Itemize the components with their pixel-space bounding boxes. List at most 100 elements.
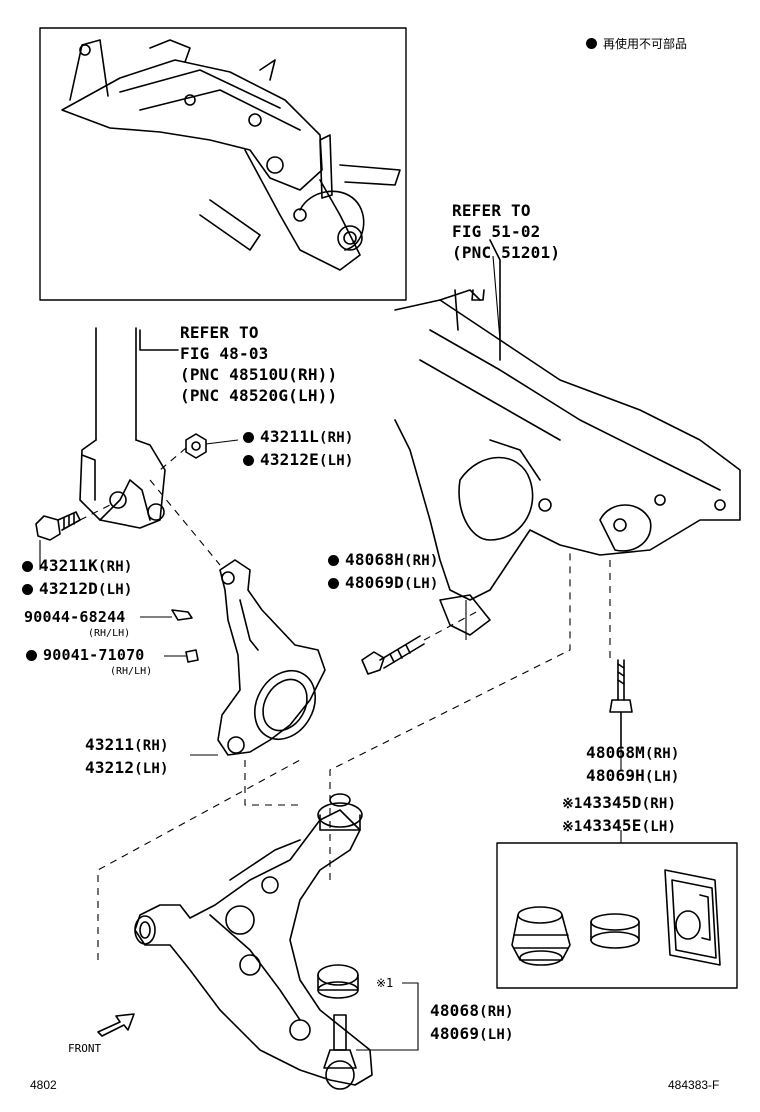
label-boot-kit: ※143345D(RH) ※143345E(LH) [562,792,676,838]
part-row: 43211(RH) [85,734,169,757]
part-number: 48069D [345,573,404,592]
non-reusable-dot [586,38,597,49]
callout-mark: ※1 [376,976,394,990]
part-row: 48069(LH) [430,1023,514,1046]
part-row: ※143345D(RH) [562,792,676,815]
lower-control-arm [134,793,373,1086]
leader-nut [205,439,239,445]
part-row: 48069H(LH) [586,765,680,788]
label-clip: 90041-71070 (RH/LH) [26,645,152,678]
part-row: ※143345E(LH) [562,815,676,838]
part-number: 43212E [260,450,319,469]
part-row: 48068H(RH) [328,549,439,572]
front-label: FRONT [68,1042,102,1055]
part-row: 43212D(LH) [22,578,133,601]
part-side: (LH) [641,819,677,835]
refer-frame-line3: (PNC 51201) [452,243,561,262]
boot-kit-box [496,842,738,989]
label-nut-upper: 43211L(RH) 43212E(LH) [243,426,354,472]
part-row: 43212E(LH) [243,449,354,472]
label-lower-arm: 48068(RH) 48069(LH) [430,1000,514,1046]
part-side: (LH) [479,1027,514,1043]
part-row: 48068(RH) [430,1000,514,1023]
part-side: (LH) [98,582,133,598]
part-number: 48068H [345,550,404,569]
part-number: 90041-71070 [43,646,145,664]
part-side: (RH) [645,746,680,762]
arm-bolt [361,635,425,675]
non-reusable-dot [328,578,339,589]
leader-frame-ref [492,255,501,341]
part-row: 43212(LH) [85,757,169,780]
refer-strut-note: REFER TO FIG 48-03 (PNC 48510U(RH)) (PNC… [180,322,337,406]
part-side: (RH) [479,1004,514,1020]
part-side: (LH) [404,576,439,592]
front-arrow [97,1013,135,1037]
label-bolt-arm: 48068H(RH) 48069D(LH) [328,549,439,595]
part-row: 48068M(RH) [586,742,680,765]
part-number: 43211L [260,427,319,446]
refer-frame-note: REFER TO FIG 51-02 (PNC 51201) [452,200,560,263]
refer-strut-line2: FIG 48-03 [180,344,269,363]
refer-strut-line1: REFER TO [180,323,259,342]
part-number: 43212 [85,758,135,777]
part-row: 48069D(LH) [328,572,439,595]
part-side: (RH) [319,430,354,446]
part-side: (RH) [404,553,439,569]
pin-and-clip [171,609,199,663]
dashed-nut-line [159,447,187,471]
dashed-ball-joint [244,760,300,806]
legend-text: 再使用不可部品 [603,37,688,51]
part-number: 48069 [430,1024,480,1043]
dashed-arm-rear [329,550,571,880]
non-reusable-dot [243,455,254,466]
label-bolt-frame: 48068M(RH) 48069H(LH) [586,742,680,788]
frame-bolt [609,659,633,747]
refer-frame-line1: REFER TO [452,201,531,220]
dashed-arm-front [97,759,301,960]
legend: 再使用不可部品 [586,35,687,52]
non-reusable-dot [328,555,339,566]
footer-left: 4802 [30,1078,57,1092]
part-sub: (RH/LH) [110,666,153,677]
part-number: 48068 [430,1001,480,1020]
dashed-knuckle-line [149,479,221,566]
leader-lower-arm [356,982,419,1051]
non-reusable-dot [26,650,37,661]
part-side: (RH) [134,738,169,754]
part-number: 43212D [39,579,98,598]
non-reusable-dot [243,432,254,443]
dashed-bolt-line [79,504,111,521]
part-prefix: ※1 [562,796,583,812]
refer-strut-line3: (PNC 48510U(RH)) [180,365,338,384]
part-number: 43345E [582,816,642,835]
part-row: 43211K(RH) [22,555,133,578]
label-knuckle: 43211(RH) 43212(LH) [85,734,169,780]
label-pin: 90044-68244 (RH/LH) [24,607,130,640]
part-side: (RH) [641,796,677,812]
steering-knuckle [217,559,326,756]
strut-nut [185,433,207,459]
part-side: (RH) [98,559,133,575]
non-reusable-dot [22,584,33,595]
part-number: 48068M [586,743,645,762]
part-number: 90044-68244 [24,608,126,626]
assembly-inset [39,27,407,301]
strut-assembly [79,327,179,529]
part-number: 48069H [586,766,645,785]
ball-joint [317,964,359,1090]
refer-strut-line4: (PNC 48520G(LH)) [180,386,338,405]
part-side: (LH) [134,761,169,777]
suspension-crossmember [394,239,741,636]
non-reusable-dot [22,561,33,572]
part-number: 43345D [582,793,642,812]
part-number: 43211 [85,735,135,754]
part-sub: (RH/LH) [88,628,131,639]
refer-frame-line2: FIG 51-02 [452,222,541,241]
footer-right: 484383-F [668,1078,720,1092]
part-prefix: ※1 [562,819,583,835]
dashed-arm-bolt [423,609,481,641]
part-number: 43211K [39,556,98,575]
label-bolt-upper: 43211K(RH) 43212D(LH) [22,555,133,601]
